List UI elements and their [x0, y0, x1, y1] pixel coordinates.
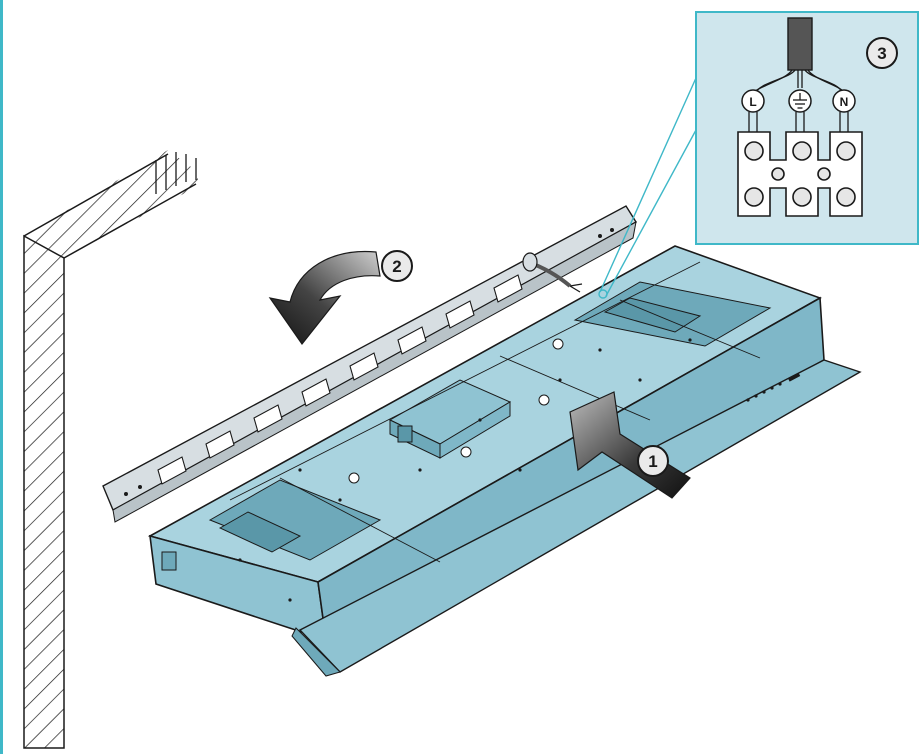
cable-sheath — [787, 17, 813, 71]
callout-3-label: 3 — [877, 44, 886, 63]
mounting-bracket — [102, 205, 637, 523]
callout-3: 3 — [866, 37, 898, 69]
callout-2-label: 2 — [392, 257, 401, 276]
callout-1: 1 — [637, 445, 669, 477]
ground-icon — [793, 93, 807, 109]
terminal-block — [737, 131, 863, 217]
inset-leader-lines — [599, 77, 697, 297]
terminal-live: L — [741, 89, 765, 113]
arrow-rotate — [268, 250, 381, 346]
wall-section — [23, 150, 198, 749]
wires-to-block — [748, 112, 849, 132]
ac-unit — [147, 245, 862, 677]
frame-edge — [0, 0, 3, 754]
terminal-earth — [788, 89, 812, 113]
status-led-row — [746, 373, 801, 402]
wiring-inset: 3 L N — [695, 11, 919, 245]
terminal-live-label: L — [749, 95, 756, 109]
terminal-neutral-label: N — [840, 95, 849, 109]
supply-cable — [522, 252, 583, 293]
callout-1-label: 1 — [648, 452, 657, 471]
callout-2: 2 — [381, 250, 413, 282]
terminal-neutral: N — [832, 89, 856, 113]
